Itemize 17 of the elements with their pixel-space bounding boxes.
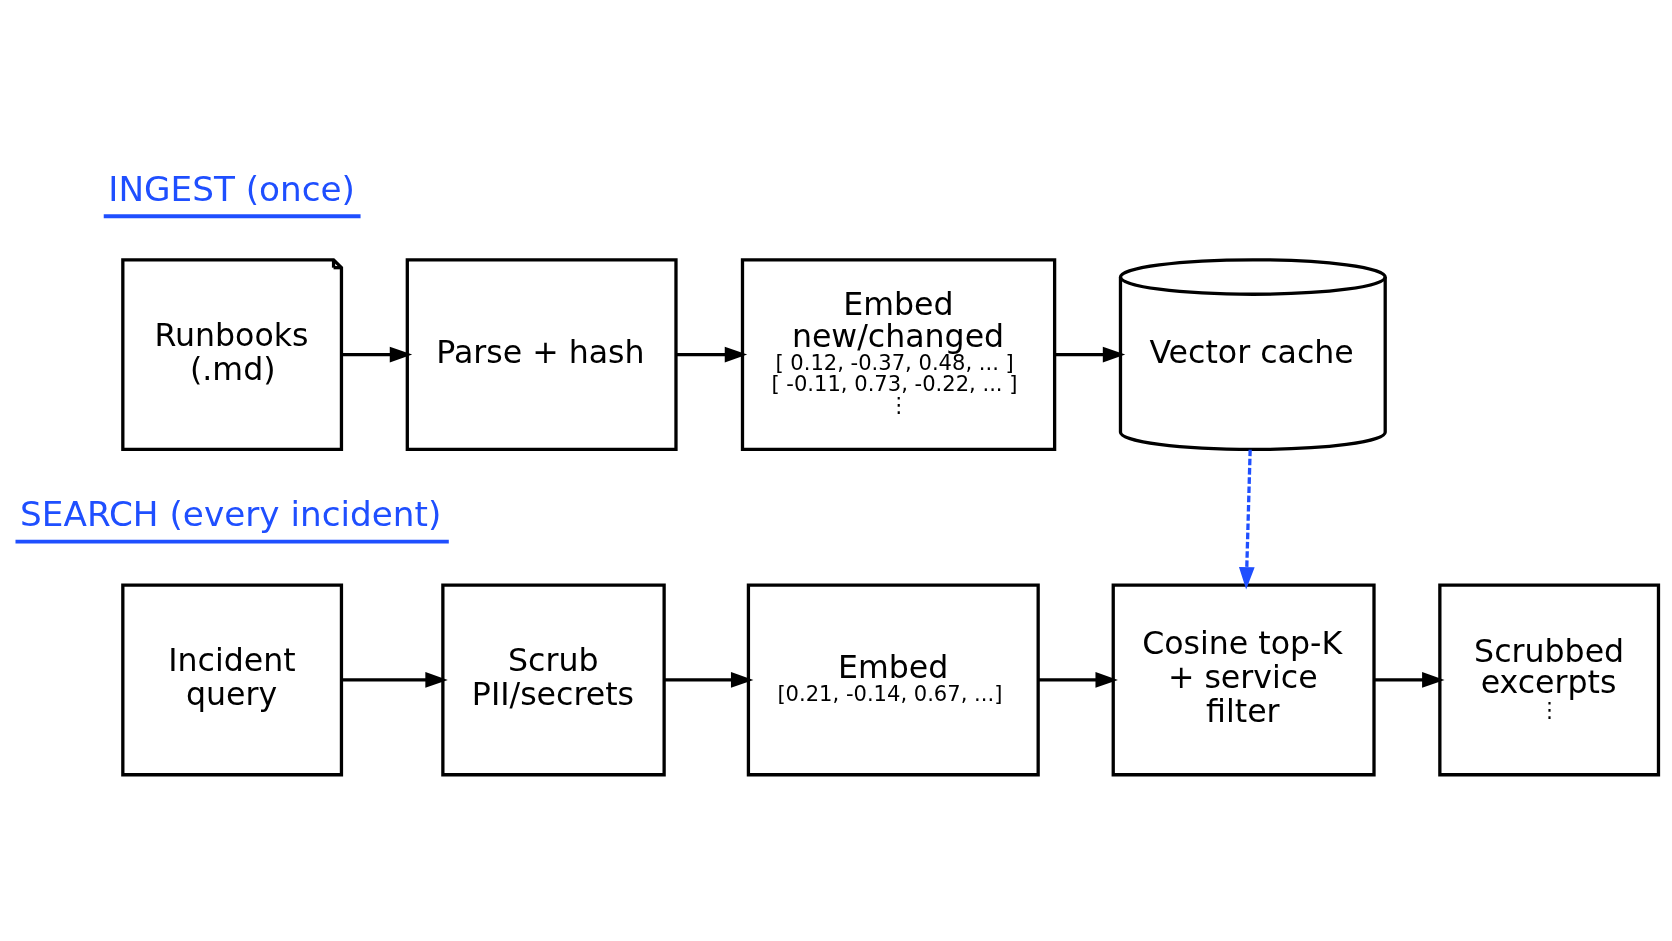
arrow bbox=[1238, 449, 1255, 590]
node-box: Scrub PII/secrets bbox=[441, 583, 666, 777]
label: SEARCH (every incident) bbox=[20, 494, 442, 535]
arrow bbox=[1374, 672, 1445, 688]
label: INGEST (once) bbox=[108, 168, 355, 209]
arrow bbox=[664, 672, 754, 688]
arrow bbox=[342, 672, 448, 688]
node-box: Scrubbed excerpts ⋮ bbox=[1438, 583, 1661, 777]
node-box: Parse + hash bbox=[405, 258, 678, 452]
node-box: Embed new/changed [ 0.12, -0.37, 0.48, ... ] [ -0.11, 0.73, -0.22, ... ] ⋮ bbox=[740, 258, 1057, 452]
node-box: Embed [0.21, -0.14, 0.67, ...] bbox=[746, 583, 1040, 777]
arrow bbox=[1054, 346, 1126, 363]
node-box: Incident query bbox=[121, 583, 344, 777]
arrow bbox=[1038, 672, 1118, 688]
node-box: Cosine top-K + service filter bbox=[1111, 583, 1376, 777]
arrow bbox=[676, 346, 748, 363]
arrow bbox=[341, 346, 413, 363]
